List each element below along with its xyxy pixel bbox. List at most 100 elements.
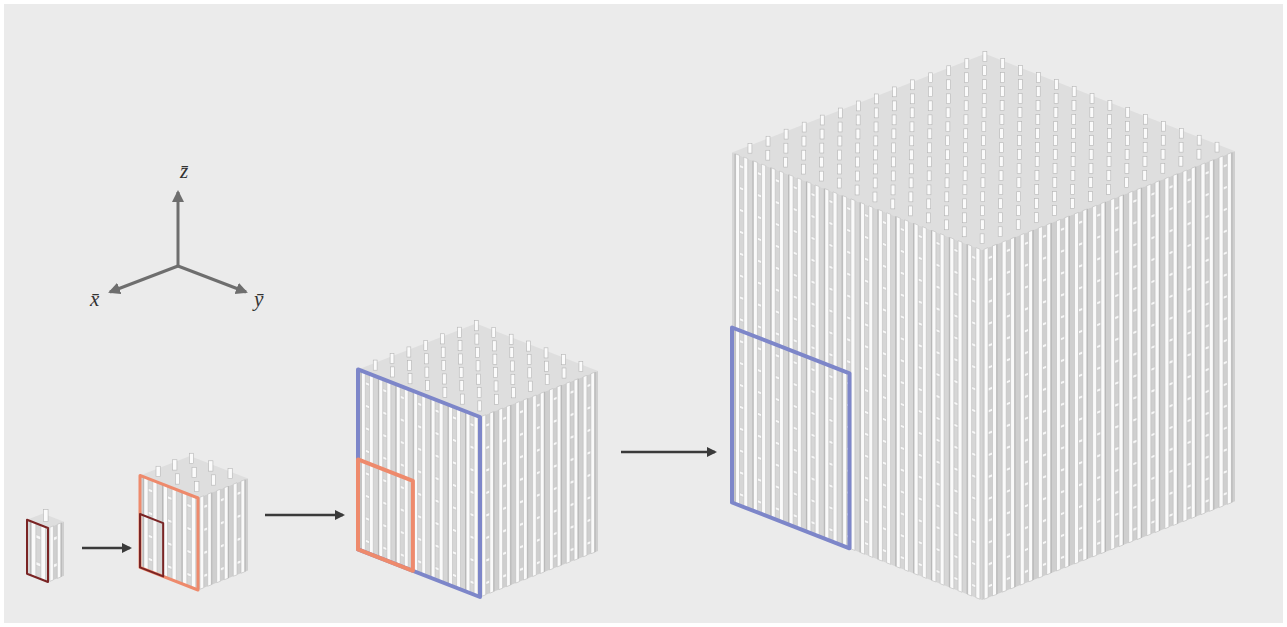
lattice-rung — [1060, 249, 1064, 254]
lattice-rung — [1205, 455, 1209, 460]
lattice-rail — [1147, 184, 1151, 536]
lattice-rung — [1024, 482, 1028, 487]
lattice-post — [910, 94, 914, 104]
lattice-post — [1018, 122, 1022, 132]
lattice-rung — [988, 518, 992, 523]
lattice-post — [1016, 220, 1020, 230]
lattice-post — [945, 178, 949, 188]
lattice-post — [458, 327, 462, 337]
lattice-rung — [936, 373, 940, 378]
lattice-rung — [1097, 519, 1101, 524]
lattice-post — [982, 108, 986, 118]
lattice-rung — [1133, 330, 1137, 335]
lattice-post — [820, 143, 824, 153]
lattice-rung — [1024, 329, 1028, 334]
lattice-rung — [570, 547, 574, 552]
lattice-rung — [847, 360, 851, 365]
lattice-post — [998, 213, 1002, 223]
lattice-rung — [36, 562, 41, 568]
lattice-rung — [1169, 513, 1173, 518]
lattice-rail — [233, 483, 237, 576]
lattice-rung — [954, 379, 958, 384]
lattice-rung — [900, 402, 904, 407]
lattice-post — [927, 185, 931, 195]
lattice-rung — [1006, 467, 1010, 472]
lattice-post — [175, 474, 179, 484]
lattice-rung — [918, 300, 922, 305]
lattice-rail — [172, 488, 176, 582]
lattice-rung — [740, 230, 744, 235]
lattice-rail — [1137, 188, 1141, 540]
lattice-rung — [1006, 401, 1010, 406]
rail-shadow — [143, 476, 144, 569]
lattice-post — [477, 387, 481, 397]
lattice-rung — [936, 416, 940, 421]
lattice-rung — [988, 430, 992, 435]
lattice-rung — [486, 535, 490, 540]
lattice-post — [1054, 94, 1058, 104]
lattice-rung — [1115, 403, 1119, 408]
lattice-post — [528, 381, 532, 391]
lattice-rung — [972, 496, 976, 501]
lattice-rung — [954, 554, 958, 559]
lattice-cube — [27, 509, 64, 582]
lattice-rung — [775, 441, 779, 446]
lattice-rung — [1079, 351, 1083, 356]
lattice-rung — [882, 395, 886, 400]
lattice-rung — [383, 524, 387, 529]
lattice-rung — [1006, 270, 1010, 275]
rail-shadow — [595, 372, 596, 552]
lattice-post — [1125, 177, 1129, 187]
lattice-post — [766, 136, 770, 146]
lattice-rung — [829, 506, 833, 511]
lattice-post — [964, 101, 968, 111]
lattice-post — [874, 108, 878, 118]
lattice-post — [928, 115, 932, 125]
lattice-rung — [36, 535, 41, 541]
rail-shadow — [1051, 223, 1052, 573]
lattice-post — [1144, 114, 1148, 124]
lattice-rung — [486, 423, 490, 428]
lattice-rung — [1115, 490, 1119, 495]
lattice-rung — [1151, 301, 1155, 306]
lattice-rung — [519, 545, 523, 550]
lattice-rung — [1187, 418, 1191, 423]
lattice-post — [1053, 164, 1057, 174]
rail-shadow — [913, 223, 914, 573]
scale-outline — [732, 328, 850, 549]
lattice-rung — [1006, 248, 1010, 253]
lattice-post — [1179, 156, 1183, 166]
lattice-rung — [503, 439, 507, 444]
lattice-rung — [400, 553, 404, 558]
lattice-rung — [1079, 482, 1083, 487]
lattice-rung — [237, 560, 241, 565]
lattice-rung — [570, 390, 574, 395]
lattice-rung — [1115, 381, 1119, 386]
lattice-rung — [1133, 221, 1137, 226]
lattice-post — [856, 115, 860, 125]
lattice-rung — [847, 316, 851, 321]
lattice-rung — [503, 416, 507, 421]
rail-shadow — [245, 479, 246, 571]
lattice-rung — [793, 317, 797, 322]
lattice-rail — [968, 244, 972, 596]
lattice-rung — [936, 569, 940, 574]
lattice-rung — [1006, 576, 1010, 581]
lattice-rung — [1205, 367, 1209, 372]
lattice-rung — [954, 270, 958, 275]
lattice-rung — [775, 244, 779, 249]
lattice-post — [1161, 135, 1165, 145]
lattice-rung — [1060, 380, 1064, 385]
lattice-post — [512, 388, 516, 398]
lattice-rung — [1042, 518, 1046, 523]
lattice-post — [228, 468, 232, 478]
lattice-rung — [740, 362, 744, 367]
lattice-rung — [204, 504, 208, 509]
lattice-rung — [757, 347, 761, 352]
lattice-rung — [1187, 484, 1191, 489]
lattice-post — [1036, 129, 1040, 139]
lattice-post — [424, 340, 428, 350]
lattice-cube — [140, 453, 248, 590]
lattice-post — [527, 341, 531, 351]
